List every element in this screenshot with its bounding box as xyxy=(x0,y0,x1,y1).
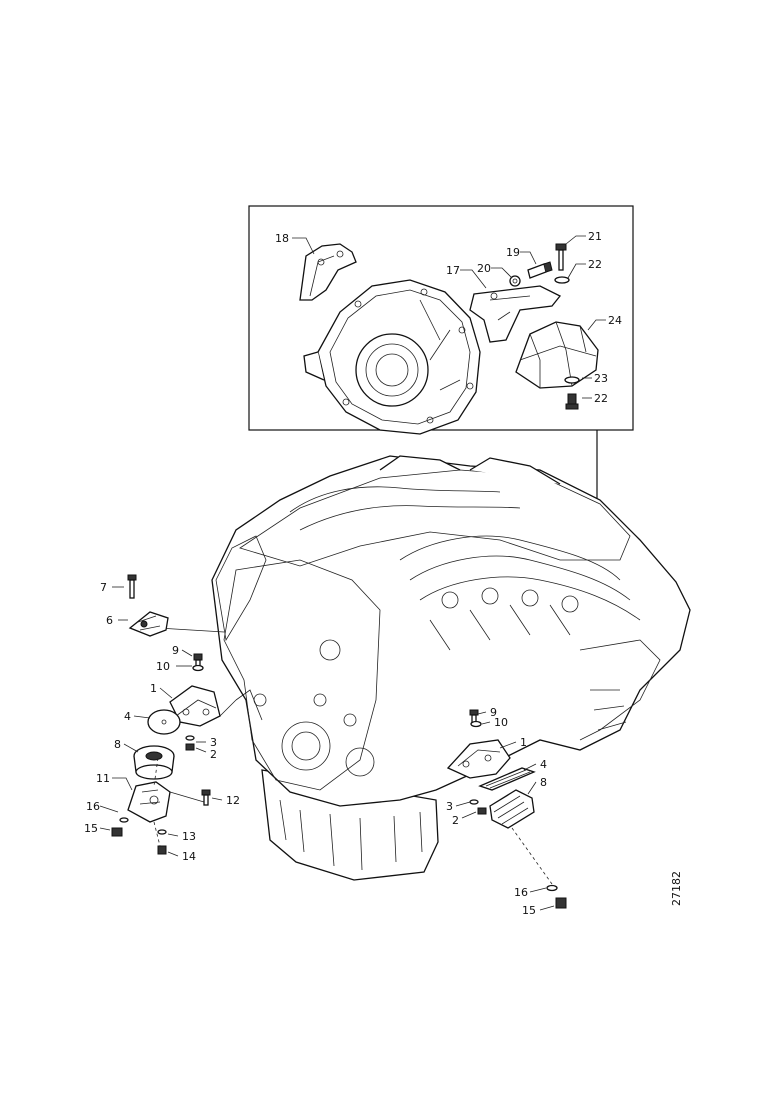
bolt-19-drawing xyxy=(527,261,553,279)
callout-11: 11 xyxy=(96,772,110,785)
right-mount-assembly xyxy=(446,709,567,911)
inset-frame xyxy=(248,205,634,431)
washer-3-left-drawing xyxy=(185,735,195,741)
bolt-21-drawing xyxy=(555,243,567,271)
washer-3-right-drawing xyxy=(469,799,479,805)
bolt-2-left-drawing xyxy=(185,743,195,751)
bracket-18-drawing xyxy=(299,243,357,301)
nut-14-drawing xyxy=(157,845,167,855)
washer-10-left-drawing xyxy=(192,664,204,672)
bolt-2-right-drawing xyxy=(477,807,487,815)
callout-6: 6 xyxy=(106,614,113,627)
callout-8-left: 8 xyxy=(114,738,121,751)
rubber-mount-8-left-drawing xyxy=(133,745,175,780)
washer-16-right-drawing xyxy=(546,884,558,892)
callout-9-right: 9 xyxy=(490,706,497,719)
left-leaders xyxy=(99,586,223,857)
callout-10-left: 10 xyxy=(156,660,170,673)
callout-16-right: 16 xyxy=(514,886,528,899)
callout-20: 20 xyxy=(477,262,491,275)
bolt-12-drawing xyxy=(201,789,211,806)
plate-4-right-drawing xyxy=(478,767,536,791)
callout-15-right: 15 xyxy=(522,904,536,917)
callout-4-left: 4 xyxy=(124,710,131,723)
callout-14: 14 xyxy=(182,850,196,863)
callout-3-right: 3 xyxy=(446,800,453,813)
inset-detail xyxy=(248,205,634,605)
callout-16-left: 16 xyxy=(86,800,100,813)
engine-block-drawing xyxy=(157,455,691,881)
callouts-right: 9 10 1 4 8 3 2 16 15 xyxy=(446,706,547,917)
callout-2-left: 2 xyxy=(210,748,217,761)
washer-22-top-drawing xyxy=(554,276,570,284)
callout-4-right: 4 xyxy=(540,758,547,771)
washer-23-drawing xyxy=(564,376,580,384)
callout-7: 7 xyxy=(100,581,107,594)
bolt-7-drawing xyxy=(127,574,137,599)
bracket-6-drawing xyxy=(128,611,169,637)
callout-23: 23 xyxy=(594,372,608,385)
callout-3-left: 3 xyxy=(210,736,217,749)
nut-20-drawing xyxy=(509,275,521,287)
callouts-left: 7 6 9 10 1 4 3 2 8 11 12 16 15 13 14 xyxy=(84,581,240,863)
callout-18: 18 xyxy=(275,232,289,245)
rubber-mount-8-right-drawing xyxy=(489,789,535,829)
callout-24: 24 xyxy=(608,314,622,327)
callout-21: 21 xyxy=(588,230,602,243)
inset-leaders xyxy=(292,235,606,399)
flywheel-housing-drawing xyxy=(303,279,481,435)
plate-4-left-drawing xyxy=(147,709,181,735)
bolt-22-bottom-drawing xyxy=(565,393,579,410)
callout-1-right: 1 xyxy=(520,736,527,749)
bracket-17-drawing xyxy=(469,285,562,343)
callout-13: 13 xyxy=(182,830,196,843)
callout-22-bottom: 22 xyxy=(594,392,608,405)
bracket-11-drawing xyxy=(127,781,205,823)
callout-15-left: 15 xyxy=(84,822,98,835)
callout-12: 12 xyxy=(226,794,240,807)
bolt-15-right-drawing xyxy=(555,897,567,909)
washer-13-drawing xyxy=(157,829,167,835)
right-leaders xyxy=(455,711,555,911)
callout-1-left: 1 xyxy=(150,682,157,695)
callout-22-top: 22 xyxy=(588,258,602,271)
callout-17: 17 xyxy=(446,264,460,277)
callouts-inset: 18 17 19 20 21 22 24 23 22 xyxy=(275,230,622,405)
left-mount-assembly xyxy=(99,574,237,857)
callout-19: 19 xyxy=(506,246,520,259)
callout-8-right: 8 xyxy=(540,776,547,789)
callout-9-left: 9 xyxy=(172,644,179,657)
callout-2-right: 2 xyxy=(452,814,459,827)
washer-16-left-drawing xyxy=(119,817,129,823)
washer-10-right-drawing xyxy=(470,720,482,728)
bolt-15-left-drawing xyxy=(111,827,123,837)
callout-10-right: 10 xyxy=(494,716,508,729)
bracket-1-right-drawing xyxy=(446,739,511,779)
rubber-mount-24-drawing xyxy=(515,321,599,389)
drawing-code: 27182 xyxy=(670,871,683,906)
